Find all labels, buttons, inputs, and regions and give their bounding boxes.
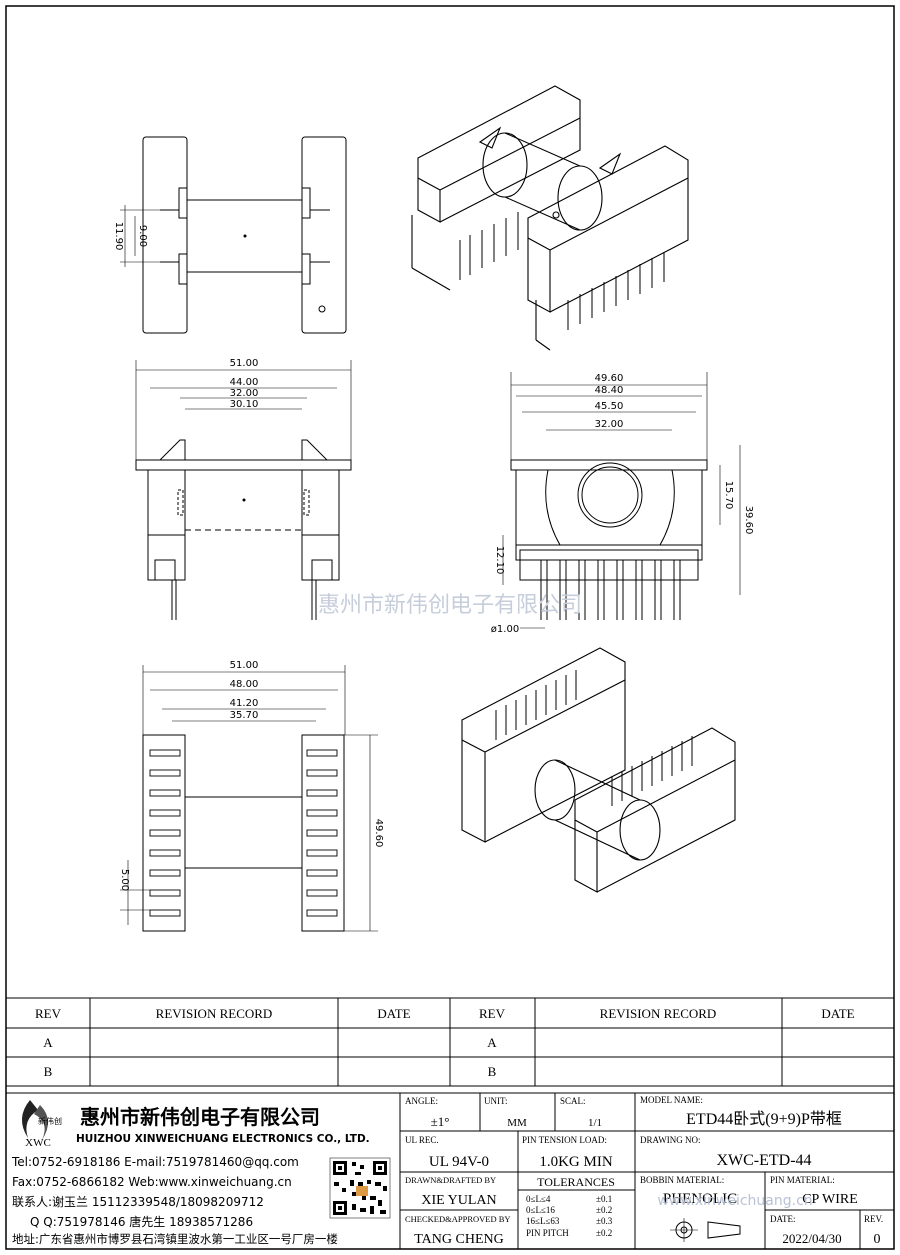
end-view: 49.60 48.40 45.50 32.00 bbox=[491, 372, 754, 635]
model-name-value: ETD44卧式(9+9)P带框 bbox=[686, 1110, 842, 1128]
title-block-grid bbox=[5, 1092, 895, 1250]
dim-45-50: 45.50 bbox=[595, 401, 624, 412]
top-view: 9.00 11.90 bbox=[113, 136, 347, 334]
dim-pin-dia: ø1.00 bbox=[491, 624, 519, 635]
company-address: 地址:广东省惠州市博罗县石湾镇里波水第一工业区一号厂房一楼 bbox=[12, 1232, 338, 1246]
rev-header-1: REV bbox=[35, 1006, 62, 1021]
dim-51-00-bottom: 51.00 bbox=[230, 660, 259, 671]
model-name-label: MODEL NAME: bbox=[640, 1095, 703, 1105]
checked-by-value: TANG CHENG bbox=[414, 1232, 503, 1247]
rev-row-a-left: A bbox=[43, 1035, 53, 1050]
dim-41-20: 41.20 bbox=[230, 698, 259, 709]
dim-39-60: 39.60 bbox=[743, 506, 754, 535]
tol-row-4-value: ±0.2 bbox=[596, 1228, 612, 1238]
dim-15-70: 15.70 bbox=[723, 481, 734, 510]
tolerances-label: TOLERANCES bbox=[537, 1175, 615, 1189]
dim-51-00: 51.00 bbox=[230, 358, 259, 369]
pin-material-value: CP WIRE bbox=[802, 1192, 858, 1207]
drawing-no-value: XWC-ETD-44 bbox=[716, 1152, 811, 1169]
dim-35-70: 35.70 bbox=[230, 710, 259, 721]
date-header-2: DATE bbox=[821, 1006, 854, 1021]
rev-row-b-left: B bbox=[44, 1064, 53, 1079]
drawing-no-label: DRAWING NO: bbox=[640, 1135, 701, 1145]
tol-row-4-range: PIN PITCH bbox=[526, 1228, 569, 1238]
ul-value: UL 94V-0 bbox=[429, 1154, 489, 1170]
dim-48-00: 48.00 bbox=[230, 679, 259, 690]
isometric-view-bottom bbox=[461, 647, 736, 893]
scale-label: SCAL: bbox=[560, 1096, 586, 1106]
revision-record-header-2: REVISION RECORD bbox=[600, 1006, 717, 1021]
qr-code bbox=[329, 1157, 391, 1219]
front-view: 51.00 44.00 32.00 30.10 bbox=[135, 358, 352, 620]
rev-header-2: REV bbox=[479, 1006, 506, 1021]
company-name-en: HUIZHOU XINWEICHUANG ELECTRONICS CO., LT… bbox=[76, 1133, 370, 1145]
drawn-by-label: DRAWN&DRAFTED BY bbox=[405, 1175, 496, 1185]
drawn-by-value: XIE YULAN bbox=[421, 1193, 496, 1208]
pin-tension-label: PIN TENSION LOAD: bbox=[522, 1135, 607, 1145]
dim-30-10: 30.10 bbox=[230, 399, 259, 410]
tol-row-3-range: 16≤L≤63 bbox=[526, 1216, 560, 1226]
logo-sub: XWC bbox=[25, 1137, 51, 1149]
tol-row-3-value: ±0.3 bbox=[596, 1216, 613, 1226]
rev-label: REV. bbox=[864, 1214, 883, 1224]
revision-record-header-1: REVISION RECORD bbox=[156, 1006, 273, 1021]
pin-material-label: PIN MATERIAL: bbox=[770, 1175, 835, 1185]
angle-value: ±1° bbox=[431, 1114, 450, 1129]
rev-value: 0 bbox=[874, 1232, 881, 1247]
scale-value: 1/1 bbox=[588, 1117, 602, 1129]
dim-11-90: 11.90 bbox=[113, 222, 124, 251]
contact-line-2: Fax:0752-6866182 Web:www.xinweichuang.cn bbox=[12, 1175, 292, 1189]
date-header-1: DATE bbox=[377, 1006, 410, 1021]
tol-row-2-value: ±0.2 bbox=[596, 1205, 612, 1215]
checked-by-label: CHECKED&APPROVED BY bbox=[405, 1214, 511, 1224]
dim-49-60: 49.60 bbox=[595, 373, 624, 384]
dim-44-00: 44.00 bbox=[230, 377, 259, 388]
contact-line-3: 联系人:谢玉兰 15112339548/18098209712 bbox=[12, 1194, 264, 1209]
dim-49-60-bottom: 49.60 bbox=[373, 819, 384, 848]
isometric-view-top bbox=[411, 85, 689, 351]
contact-line-4: Q Q:751978146 唐先生 18938571286 bbox=[30, 1214, 253, 1229]
tol-row-1-range: 0≤L≤4 bbox=[526, 1194, 551, 1204]
tol-row-2-range: 0≤L≤16 bbox=[526, 1205, 555, 1215]
watermark-url: www.xinweichuang.cn bbox=[657, 1193, 812, 1209]
dim-9-00: 9.00 bbox=[137, 225, 148, 247]
dim-32-00: 32.00 bbox=[230, 388, 259, 399]
ul-label: UL REC. bbox=[405, 1135, 439, 1145]
revision-table bbox=[5, 997, 895, 1087]
company-name-cn: 惠州市新伟创电子有限公司 bbox=[80, 1105, 320, 1129]
dim-12-10: 12.10 bbox=[494, 546, 505, 575]
projection-symbol-icon bbox=[670, 1218, 741, 1242]
date-value: 2022/04/30 bbox=[782, 1231, 841, 1246]
rev-row-b-right: B bbox=[488, 1064, 497, 1079]
unit-label: UNIT: bbox=[484, 1096, 508, 1106]
contact-line-1: Tel:0752-6918186 E-mail:7519781460@qq.co… bbox=[11, 1155, 299, 1169]
angle-label: ANGLE: bbox=[405, 1096, 438, 1106]
dim-5-00: 5.00 bbox=[119, 869, 130, 891]
dim-48-40: 48.40 bbox=[595, 385, 624, 396]
pin-tension-value: 1.0KG MIN bbox=[539, 1154, 612, 1170]
dim-32-00-end: 32.00 bbox=[595, 419, 624, 430]
bobbin-material-value: PHENOLIC bbox=[663, 1191, 737, 1207]
unit-value: MM bbox=[507, 1117, 527, 1129]
logo-text: 新伟创 bbox=[38, 1116, 62, 1126]
bobbin-material-label: BOBBIN MATERIAL: bbox=[640, 1175, 724, 1185]
tol-row-1-value: ±0.1 bbox=[596, 1194, 612, 1204]
watermark: 惠州市新伟创电子有限公司 bbox=[318, 593, 582, 618]
date-label: DATE: bbox=[770, 1214, 796, 1224]
bottom-view: 51.00 48.00 41.20 35.70 49.60 5.00 bbox=[119, 660, 384, 932]
company-logo: 新伟创 XWC bbox=[21, 1100, 62, 1149]
rev-row-a-right: A bbox=[487, 1035, 497, 1050]
